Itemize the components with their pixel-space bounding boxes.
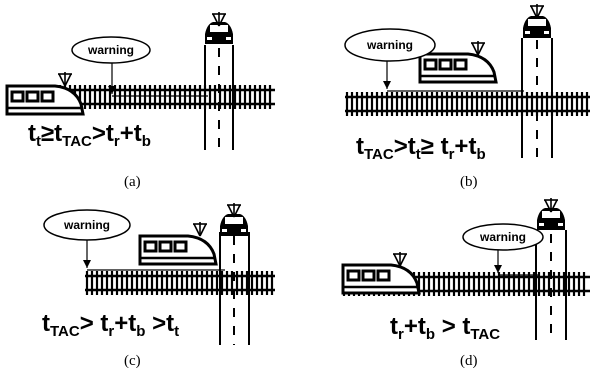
timing-formula: tTAC>tt≥ tr+tb	[356, 133, 486, 163]
warning-bubble	[43, 209, 131, 241]
panel-caption: (c)	[124, 353, 141, 368]
panel-caption: (d)	[460, 353, 478, 368]
railway-track	[85, 271, 275, 295]
warning-label: warning	[63, 218, 110, 232]
warning-label: warning	[87, 43, 134, 57]
panel-c: warning tTAC> tr+tb >tt (c)	[42, 202, 275, 368]
road	[219, 232, 250, 345]
panel-caption: (a)	[124, 174, 141, 190]
warning-label: warning	[479, 230, 526, 244]
railway-track	[345, 92, 590, 116]
timing-formula: tt≥tTAC>tr+tb	[28, 120, 151, 150]
warning-label: warning	[366, 38, 413, 52]
warning-bubble	[462, 223, 544, 251]
warning-bubble	[344, 28, 436, 62]
train-icon	[5, 84, 85, 116]
train-icon	[341, 263, 421, 295]
panel-b: warning tTAC>tt≥ tr+tb (b)	[344, 3, 590, 190]
antenna-icon	[470, 40, 486, 56]
road	[204, 45, 234, 150]
train-icon	[138, 234, 218, 266]
panel-a: warning tt≥tTAC>tr+tb (a)	[5, 11, 275, 190]
panel-caption: (b)	[460, 174, 478, 190]
antenna-icon	[392, 251, 408, 267]
car-icon	[523, 16, 551, 38]
timing-formula: tTAC> tr+tb >tt	[42, 310, 179, 340]
road	[521, 38, 553, 158]
antenna-icon	[192, 221, 208, 237]
timing-formula: tr+tb > tTAC	[390, 313, 500, 343]
antenna-icon	[57, 71, 73, 87]
train-icon	[418, 52, 498, 84]
antenna-icon	[529, 3, 545, 19]
warning-bubble	[71, 36, 151, 64]
car-icon	[220, 214, 248, 236]
panel-d: warning tr+tb > tTAC (d)	[341, 197, 590, 368]
road	[535, 230, 567, 340]
